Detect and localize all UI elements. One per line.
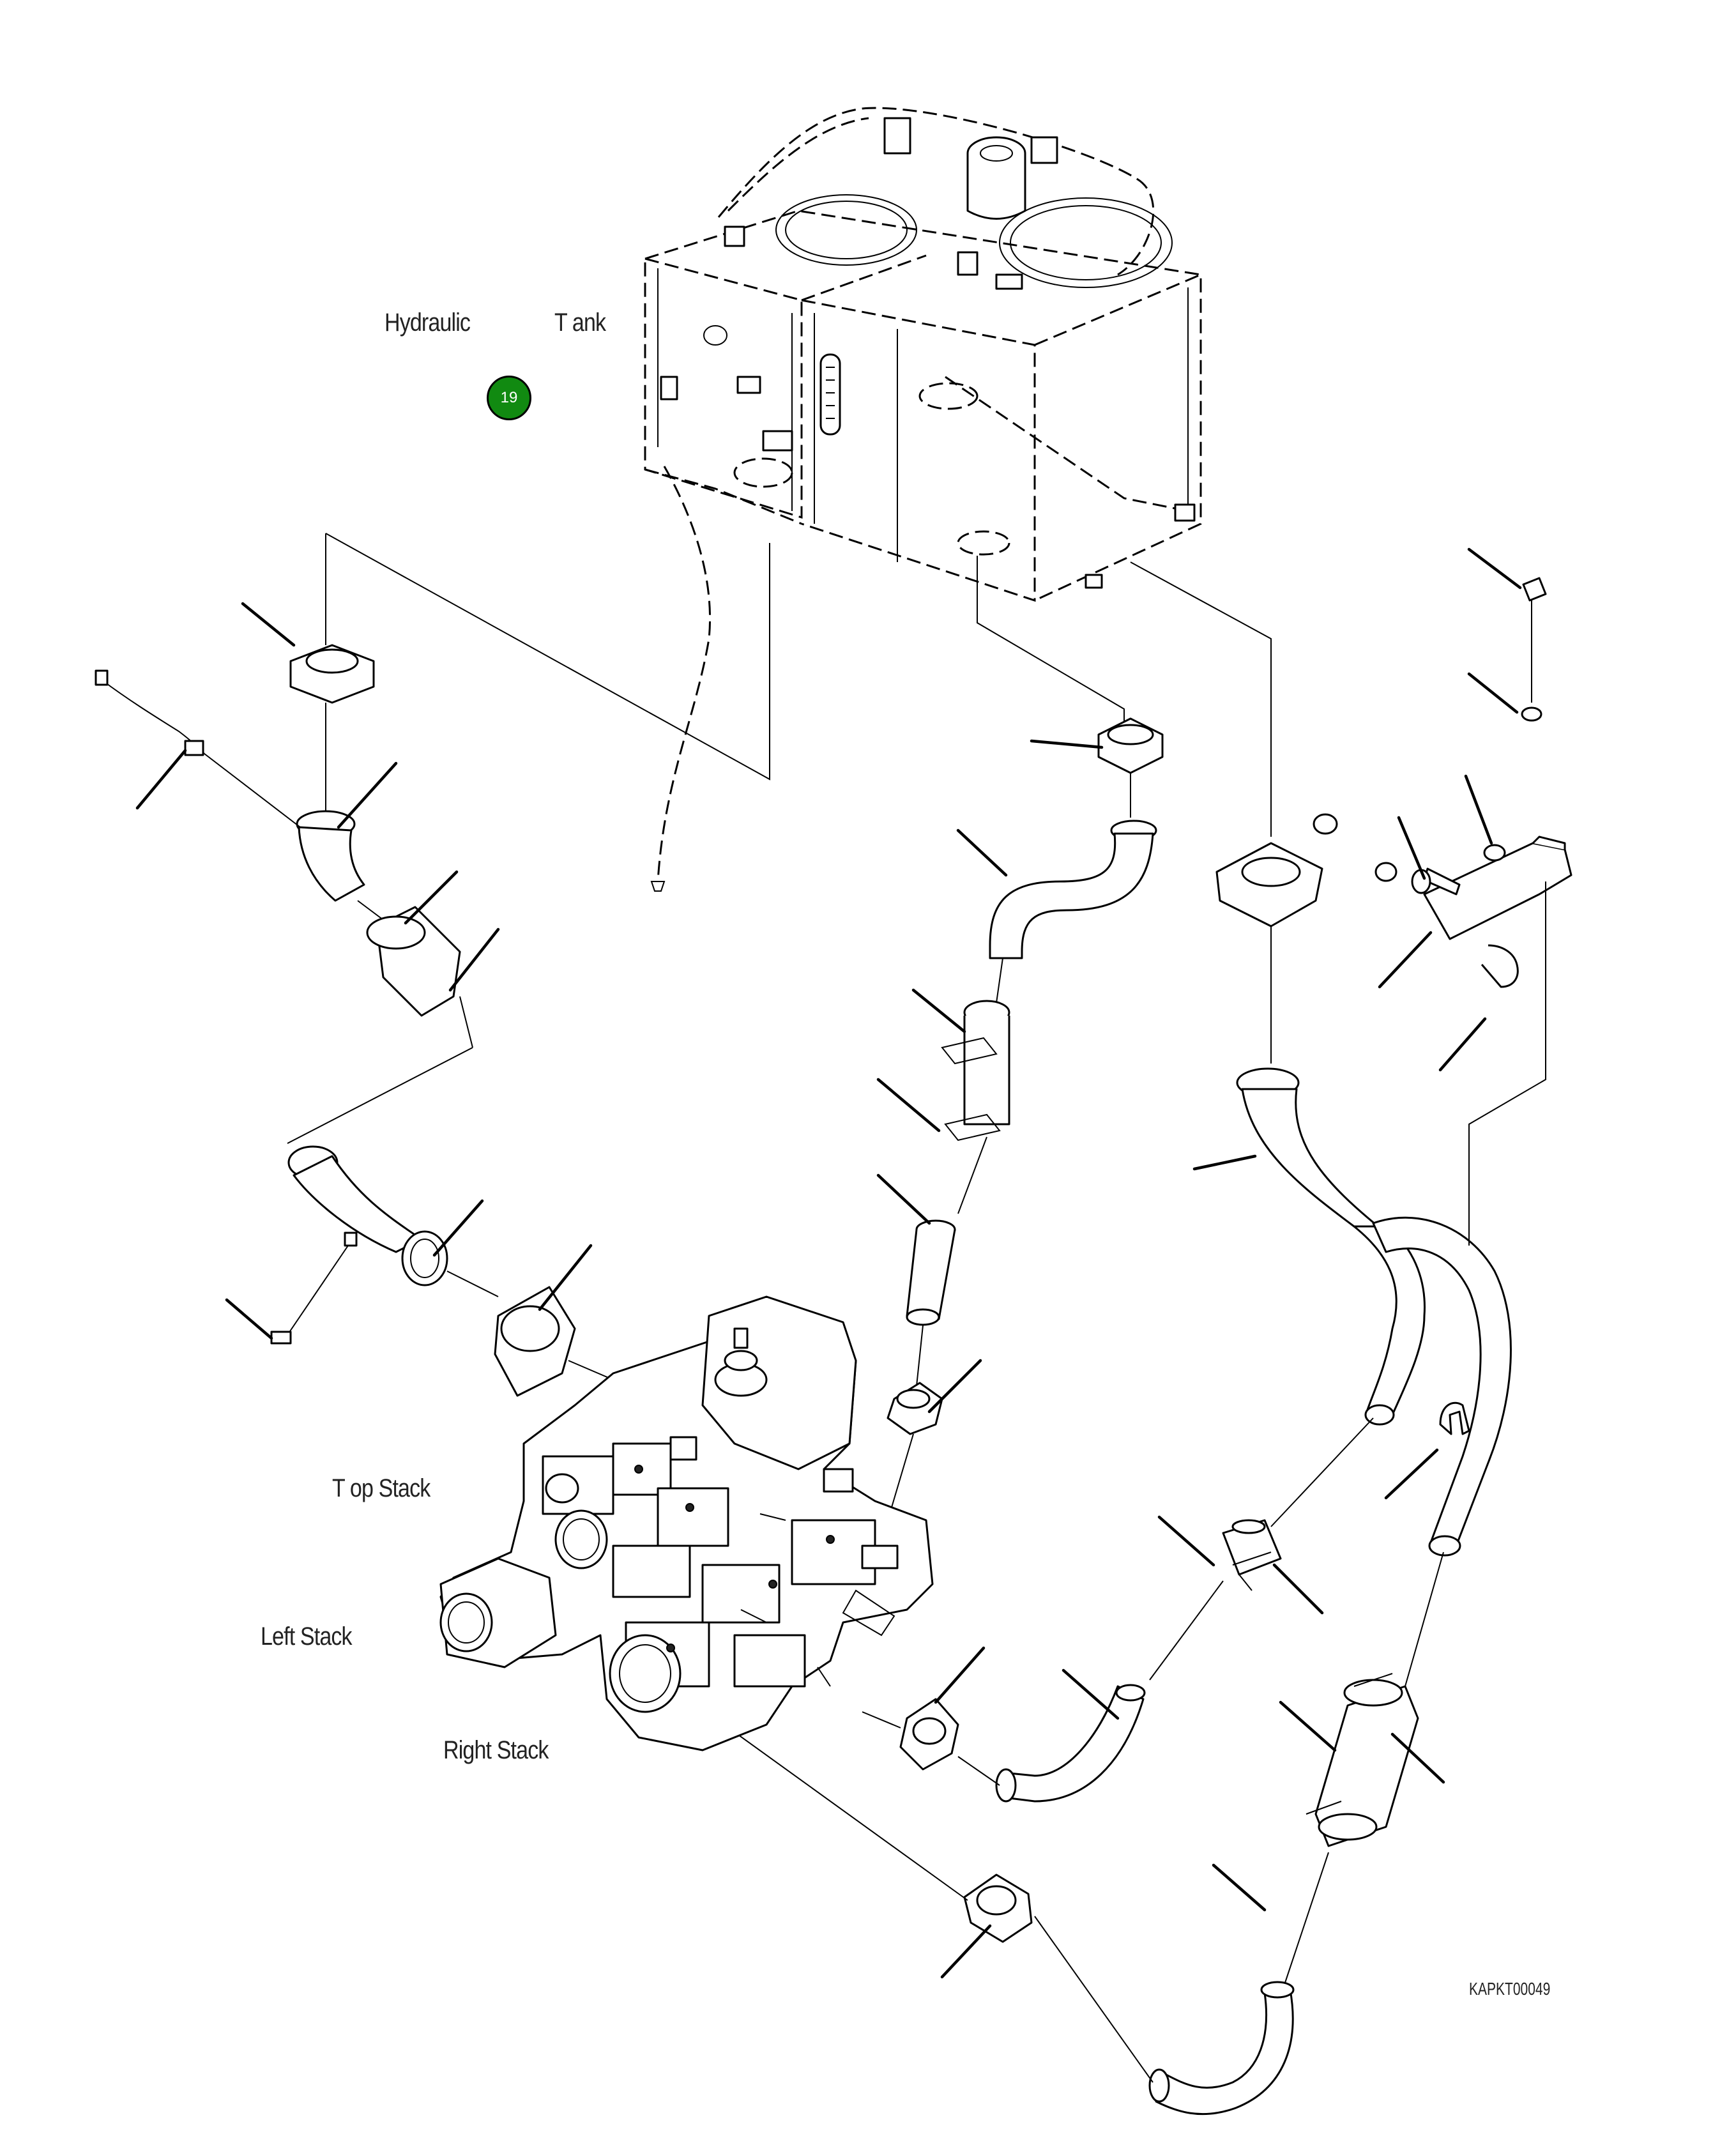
figure-code: KAPKT00049 <box>1469 1979 1551 1999</box>
tank-label: T ank <box>554 309 606 337</box>
pump-assembly <box>439 1295 934 1751</box>
right-return-lines <box>715 561 1572 2116</box>
top-stack-label: T op Stack <box>332 1474 430 1502</box>
left-stack-label: Left Stack <box>261 1622 353 1651</box>
right-stack-label: Right Stack <box>443 1736 549 1764</box>
left-suction-line <box>95 533 770 1397</box>
callout-leader-lines <box>135 547 1522 1979</box>
callout-badge-19[interactable]: 19 <box>487 376 531 420</box>
center-suction-line <box>887 556 1164 1521</box>
hydraulic-tank <box>644 107 1202 892</box>
hydraulic-label: Hydraulic <box>385 309 471 337</box>
